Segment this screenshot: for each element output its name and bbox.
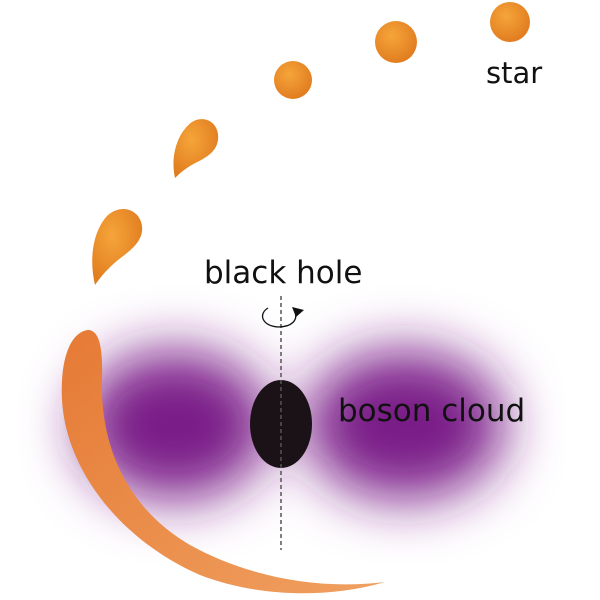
star-label: star xyxy=(486,56,543,90)
star-teardrop-2 xyxy=(92,208,143,285)
rotation-arrow-icon xyxy=(261,307,297,328)
rotation-arrowhead-icon xyxy=(292,307,304,317)
star-circle-1 xyxy=(490,2,530,42)
star-circle-2 xyxy=(375,21,417,63)
boson-cloud xyxy=(80,350,505,500)
star-circle-3 xyxy=(274,61,312,99)
boson-cloud-label: boson cloud xyxy=(338,393,526,429)
star-teardrop-1 xyxy=(173,119,219,178)
black-hole-label: black hole xyxy=(204,255,363,291)
star-tidal-stream xyxy=(61,330,386,594)
